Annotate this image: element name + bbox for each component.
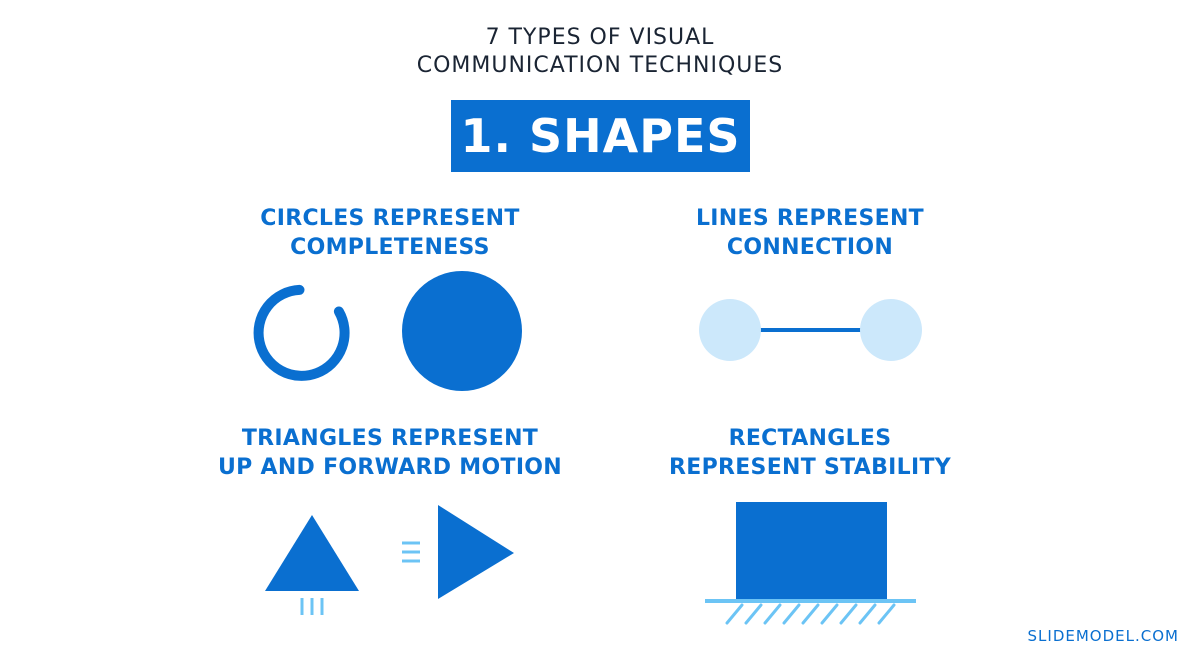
section-title-banner: 1. SHAPES (451, 100, 750, 172)
lines-heading-line-1: LINES REPRESENT (695, 206, 924, 231)
circles-heading: CIRCLES REPRESENT COMPLETENESS (190, 204, 590, 262)
open-ring-icon (253, 284, 350, 381)
subtitle-line-1: 7 TYPES OF VISUAL (485, 25, 715, 50)
brand-watermark: SLIDEMODEL.COM (1027, 627, 1179, 645)
triangles-heading-line-2: UP AND FORWARD MOTION (217, 455, 563, 480)
slide-subtitle: 7 TYPES OF VISUAL COMMUNICATION TECHNIQU… (0, 24, 1200, 80)
connector-node-left (699, 299, 761, 361)
motion-lines-horizontal (402, 541, 420, 563)
circles-heading-line-2: COMPLETENESS (290, 235, 490, 260)
ground-hatching (725, 603, 896, 625)
forward-triangle-icon (402, 505, 514, 599)
filled-circle-icon (402, 271, 522, 391)
connector-node-right (860, 299, 922, 361)
motion-lines-vertical (300, 598, 324, 615)
subtitle-line-2: COMMUNICATION TECHNIQUES (416, 53, 784, 78)
circles-heading-line-1: CIRCLES REPRESENT (260, 206, 520, 231)
triangles-heading: TRIANGLES REPRESENT UP AND FORWARD MOTIO… (190, 424, 590, 482)
rectangles-heading: RECTANGLES REPRESENT STABILITY (610, 424, 1010, 482)
lines-heading-line-2: CONNECTION (726, 235, 894, 260)
stable-rectangle-icon (705, 502, 916, 625)
up-triangle-icon (265, 515, 359, 615)
rectangle-block (736, 502, 887, 600)
triangles-heading-line-1: TRIANGLES REPRESENT (241, 426, 539, 451)
connection-icon (699, 299, 922, 361)
rectangles-heading-line-2: REPRESENT STABILITY (669, 455, 951, 480)
up-triangle (265, 515, 359, 591)
lines-heading: LINES REPRESENT CONNECTION (610, 204, 1010, 262)
rectangles-heading-line-1: RECTANGLES (728, 426, 892, 451)
forward-triangle (438, 505, 514, 599)
